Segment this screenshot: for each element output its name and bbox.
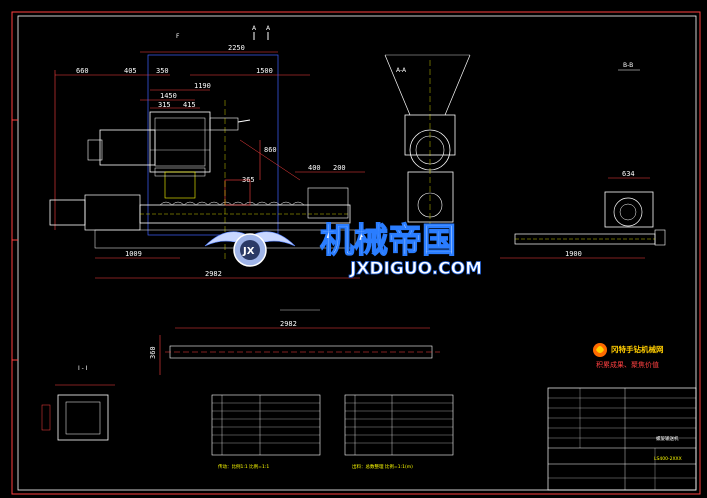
title-block-main: LS400-2XXX — [654, 456, 682, 462]
dim-2982-plan: 2982 — [280, 320, 297, 328]
dim-1900: 1900 — [565, 250, 582, 258]
dim-200: 200 — [333, 164, 346, 172]
plan-view — [165, 309, 440, 359]
section-aa: A-A — [384, 54, 471, 230]
spec-table-left: 传动：比例1:1 比例=1:1 — [211, 394, 321, 470]
elevation-view — [49, 54, 356, 260]
dim-2982: 2982 — [205, 270, 222, 278]
dim-860: 860 — [264, 146, 277, 154]
title-block-sub: 螺旋输送机 — [656, 435, 679, 442]
svg-text:I - I: I - I — [78, 365, 88, 372]
dim-634: 634 — [622, 170, 635, 178]
section-label-aa: A-A — [396, 67, 407, 74]
watermark-title: 机械帝国 — [320, 221, 456, 261]
dim-405: 405 — [124, 67, 137, 75]
dim-1009: 1009 — [125, 250, 142, 258]
dim-2250: 2250 — [228, 44, 245, 52]
dim-415: 415 — [183, 101, 196, 109]
inner-frame — [17, 15, 697, 491]
section-label-a2: A — [266, 25, 271, 32]
dim-1500: 1500 — [256, 67, 273, 75]
outer-frame — [11, 11, 701, 495]
dim-315: 315 — [158, 101, 171, 109]
dim-360: 360 — [149, 346, 157, 359]
watermark-url: JXDIGUO.COM — [349, 259, 482, 279]
dim-1450: 1450 — [160, 92, 177, 100]
section-label-a1: A — [252, 25, 257, 32]
watermark-logo: JX 机械帝国 JXDIGUO.COM — [204, 220, 482, 279]
brand-name: 冈特手钻机械网 — [611, 344, 664, 354]
section-label-f: F — [176, 33, 180, 40]
section-bb: B-B — [604, 62, 666, 246]
dim-1190: 1190 — [194, 82, 211, 90]
right-table-caption: 出料：总数整理 比例=1:1(m) — [352, 463, 413, 470]
dim-350: 350 — [156, 67, 169, 75]
left-table-caption: 传动：比例1:1 比例=1:1 — [218, 463, 269, 470]
title-block: LS400-2XXX 螺旋输送机 — [547, 387, 697, 491]
dim-660: 660 — [76, 67, 89, 75]
brand-slogan: 积累成果、聚焦价值 — [596, 360, 659, 369]
section-label-bb: B-B — [623, 62, 633, 69]
brand-logo: 冈特手钻机械网 积累成果、聚焦价值 — [593, 343, 664, 369]
dimension-labels: 2250 660 405 350 1500 1190 1450 315 415 … — [76, 44, 635, 359]
logo-badge: JX — [242, 246, 255, 257]
dim-400: 400 — [308, 164, 321, 172]
detail-view: I - I — [41, 365, 115, 441]
dimension-lines — [54, 51, 650, 375]
spec-table-right: 出料：总数整理 比例=1:1(m) — [344, 394, 454, 470]
